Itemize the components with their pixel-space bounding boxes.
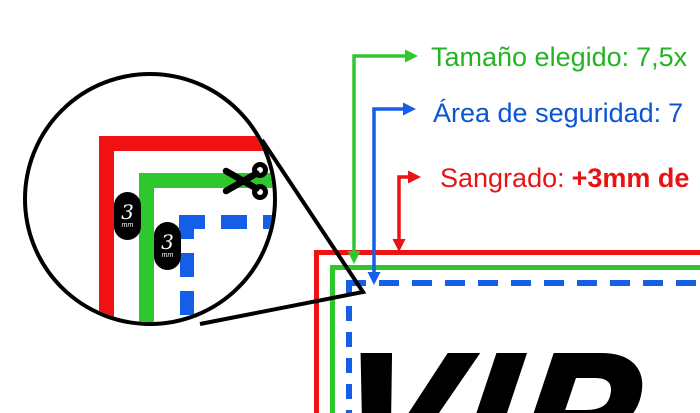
bleed-value: +3mm de: [571, 163, 690, 193]
magnifier-callout-lines: [199, 138, 367, 326]
bleed-distance-value: 3: [121, 200, 134, 224]
safety-line-horizontal: [346, 280, 700, 286]
safety-distance-value: 3: [161, 230, 174, 254]
safety-line-vertical: [346, 280, 352, 413]
magnified-bleed-line-vertical: [99, 136, 114, 322]
magnifier-circle: 3 mm 3 mm: [23, 72, 277, 326]
bleed-arrow: [397, 175, 409, 240]
magnified-bleed-line-horizontal: [99, 136, 273, 151]
safety-area-label: Área de seguridad:: [433, 98, 662, 128]
safety-area-arrowhead-right: [403, 102, 416, 116]
bleed-label: Sangrado:: [440, 163, 565, 193]
safety-area-value: 7: [668, 98, 684, 128]
magnified-safety-line-vertical: [180, 215, 194, 322]
safety-area-arrowhead-down: [367, 272, 381, 285]
safety-distance-badge: 3 mm: [154, 222, 181, 270]
chosen-size-arrow: [352, 54, 406, 252]
legend-safety-area: Área de seguridad:7: [433, 99, 683, 127]
chosen-size-arrowhead-right: [405, 49, 418, 63]
safety-area-arrow: [372, 107, 404, 273]
chosen-size-arrowhead-down: [347, 251, 361, 264]
bleed-line-vertical: [314, 250, 319, 413]
chosen-size-label: Tamaño elegido:: [431, 42, 630, 72]
trim-line-vertical: [330, 265, 335, 413]
trim-line-horizontal: [330, 265, 700, 270]
chosen-size-value: 7,5x: [636, 42, 688, 72]
bleed-arrowhead-down: [392, 239, 406, 252]
magnified-trim-line-vertical: [139, 173, 154, 322]
legend-bleed: Sangrado:+3mm de: [440, 164, 689, 192]
legend-chosen-size: Tamaño elegido:7,5x: [431, 43, 687, 71]
bleed-line-horizontal: [314, 250, 700, 255]
bleed-distance-badge: 3 mm: [114, 192, 141, 240]
bleed-arrowhead-right: [408, 170, 421, 184]
bleed-distance-unit: mm: [121, 222, 134, 229]
scissors-icon: [222, 162, 268, 200]
magnified-safety-line-horizontal: [179, 215, 273, 229]
safety-distance-unit: mm: [161, 252, 174, 259]
